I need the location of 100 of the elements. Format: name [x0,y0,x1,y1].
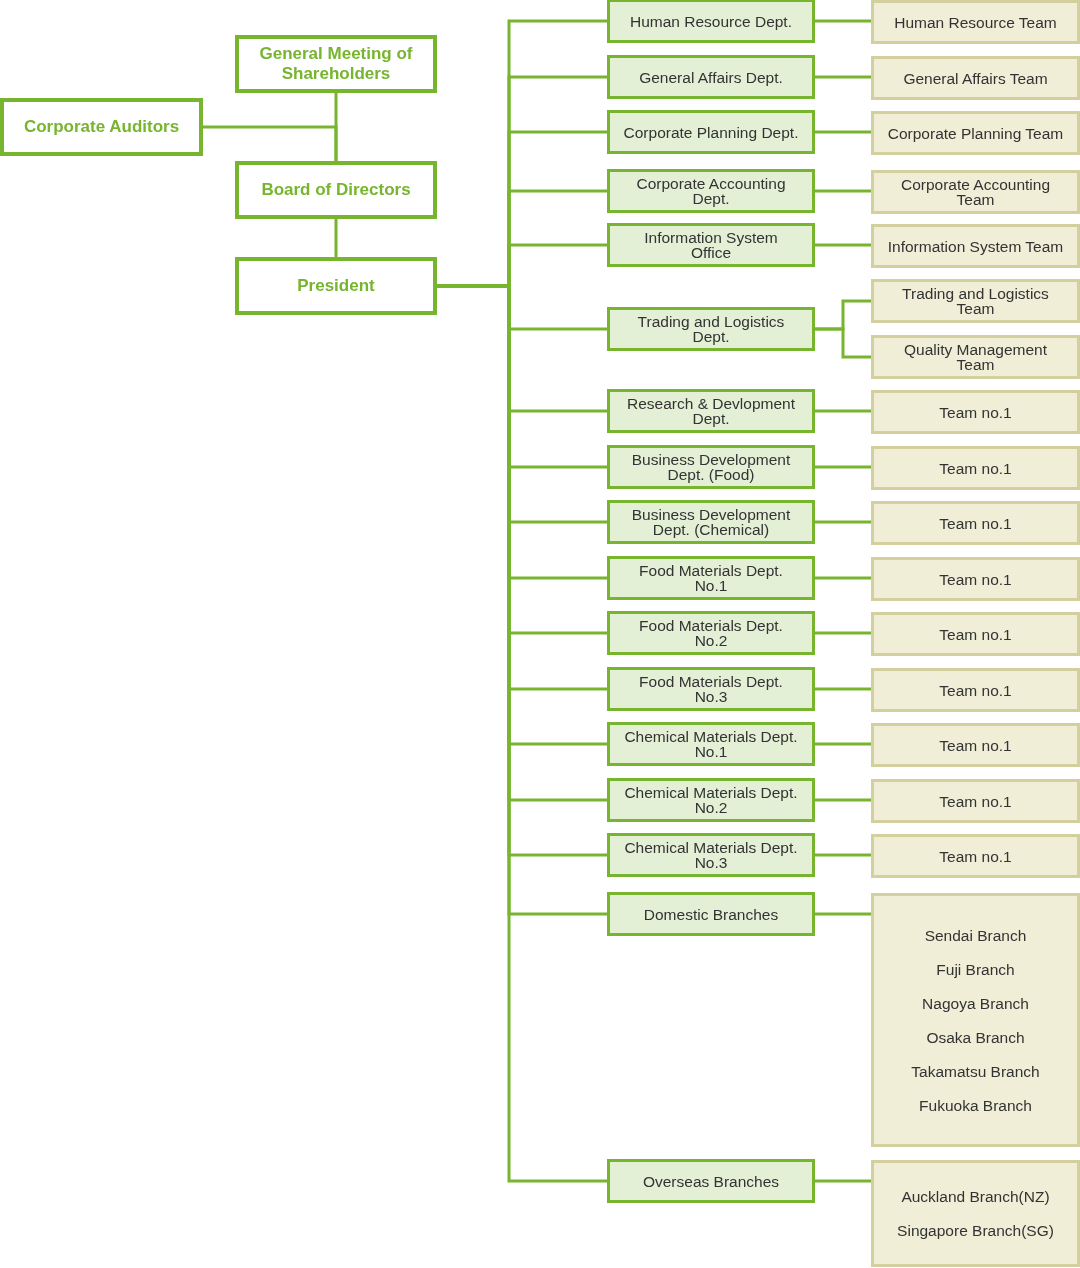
box-label: Team no.1 [939,848,1012,864]
team-box [871,834,1080,878]
box-label: Auckland Branch(NZ) [901,1189,1050,1204]
box-label: Chemical Materials Dept. No.1 [623,729,799,759]
box-label: Team no.1 [939,404,1012,420]
box-label: Research & Devlopment Dept. [626,396,796,426]
team-box [871,446,1080,490]
department-box [607,110,815,154]
box-label: Chemical Materials Dept. No.3 [623,840,799,870]
box-label: Food Materials Dept. No.1 [638,563,784,593]
box-label: Human Resource Team [894,14,1057,30]
connector-line [815,409,871,413]
box-label: Fuji Branch [936,961,1015,977]
box-label: Trading and Logistics Dept. [636,314,786,344]
team-box [871,668,1080,712]
box-label: Domestic Branches [643,906,779,922]
connector-line [815,327,871,359]
box-label: General Meeting of Shareholders [258,44,414,84]
connector-line [815,798,871,802]
department-box [607,55,815,99]
connector-line [815,75,871,79]
box-label: Board of Directors [261,180,411,200]
box-label: Sendai Branch [924,927,1027,943]
box-label: Team no.1 [939,737,1012,753]
connector-line [815,465,871,469]
executive-box [0,98,203,156]
box-label: Fukuoka Branch [919,1097,1032,1113]
team-box [871,111,1080,155]
box-label: Food Materials Dept. No.3 [638,674,784,704]
executive-box [235,161,437,219]
department-box [607,307,815,351]
box-label: Corporate Planning Team [887,125,1064,141]
connector-line [815,189,871,193]
box-label: Food Materials Dept. No.2 [638,618,784,648]
connector-line [815,853,871,857]
connector-line [815,1179,871,1183]
box-label: Team no.1 [939,682,1012,698]
team-box [871,224,1080,268]
department-box [607,833,815,877]
box-label: Corporate Planning Dept. [623,124,799,140]
department-box [607,389,815,433]
box-label: Team no.1 [939,460,1012,476]
executive-box [235,35,437,93]
department-box [607,445,815,489]
connector-line [815,243,871,247]
department-box [607,778,815,822]
box-label: Team no.1 [939,515,1012,531]
connector-line [815,687,871,691]
box-label: Business Development Dept. (Chemical) [630,507,792,537]
box-label: Corporate Auditors [23,117,180,137]
department-box [607,1159,815,1203]
department-box [607,500,815,544]
executive-box [235,257,437,315]
connector-line [815,631,871,635]
team-box [871,501,1080,545]
connector-line [815,520,871,524]
team-box [871,56,1080,100]
team-box [871,0,1080,44]
department-box [607,169,815,213]
team-box [871,612,1080,656]
box-label: Human Resource Dept. [630,13,792,29]
box-label: Team no.1 [939,793,1012,809]
team-box [871,779,1080,823]
department-box [607,223,815,267]
box-label: General Affairs Team [903,70,1048,86]
box-label: Information System Office [643,230,779,260]
box-label: President [297,276,375,296]
team-box [871,723,1080,767]
connector-line [815,912,871,916]
team-box [871,1160,1080,1267]
box-label: Overseas Branches [642,1173,780,1189]
box-label: Quality Management Team [903,342,1048,372]
connector-line [334,219,338,257]
box-label: Chemical Materials Dept. No.2 [623,785,799,815]
department-box [607,892,815,936]
box-label: Corporate Accounting Dept. [635,176,787,206]
box-label: Osaka Branch [926,1029,1025,1045]
team-box [871,893,1080,1147]
department-box [607,611,815,655]
box-label: Singapore Branch(SG) [897,1223,1054,1238]
department-box [607,722,815,766]
team-box [871,279,1080,323]
connector-line [815,742,871,746]
box-label: General Affairs Dept. [639,69,783,85]
box-label: Trading and Logistics Team [901,286,1050,316]
box-label: Nagoya Branch [922,995,1029,1011]
box-label: Takamatsu Branch [911,1063,1040,1079]
connector-line [815,19,871,23]
team-box [871,557,1080,601]
team-box [871,170,1080,214]
department-box [607,0,815,43]
connector-line [815,576,871,580]
box-label: Team no.1 [939,626,1012,642]
department-box [607,556,815,600]
department-box [607,667,815,711]
connector-line [815,130,871,134]
box-label: Corporate Accounting Team [899,177,1052,207]
connector-line [203,125,338,161]
box-label: Team no.1 [939,571,1012,587]
box-label: Business Development Dept. (Food) [630,452,792,482]
